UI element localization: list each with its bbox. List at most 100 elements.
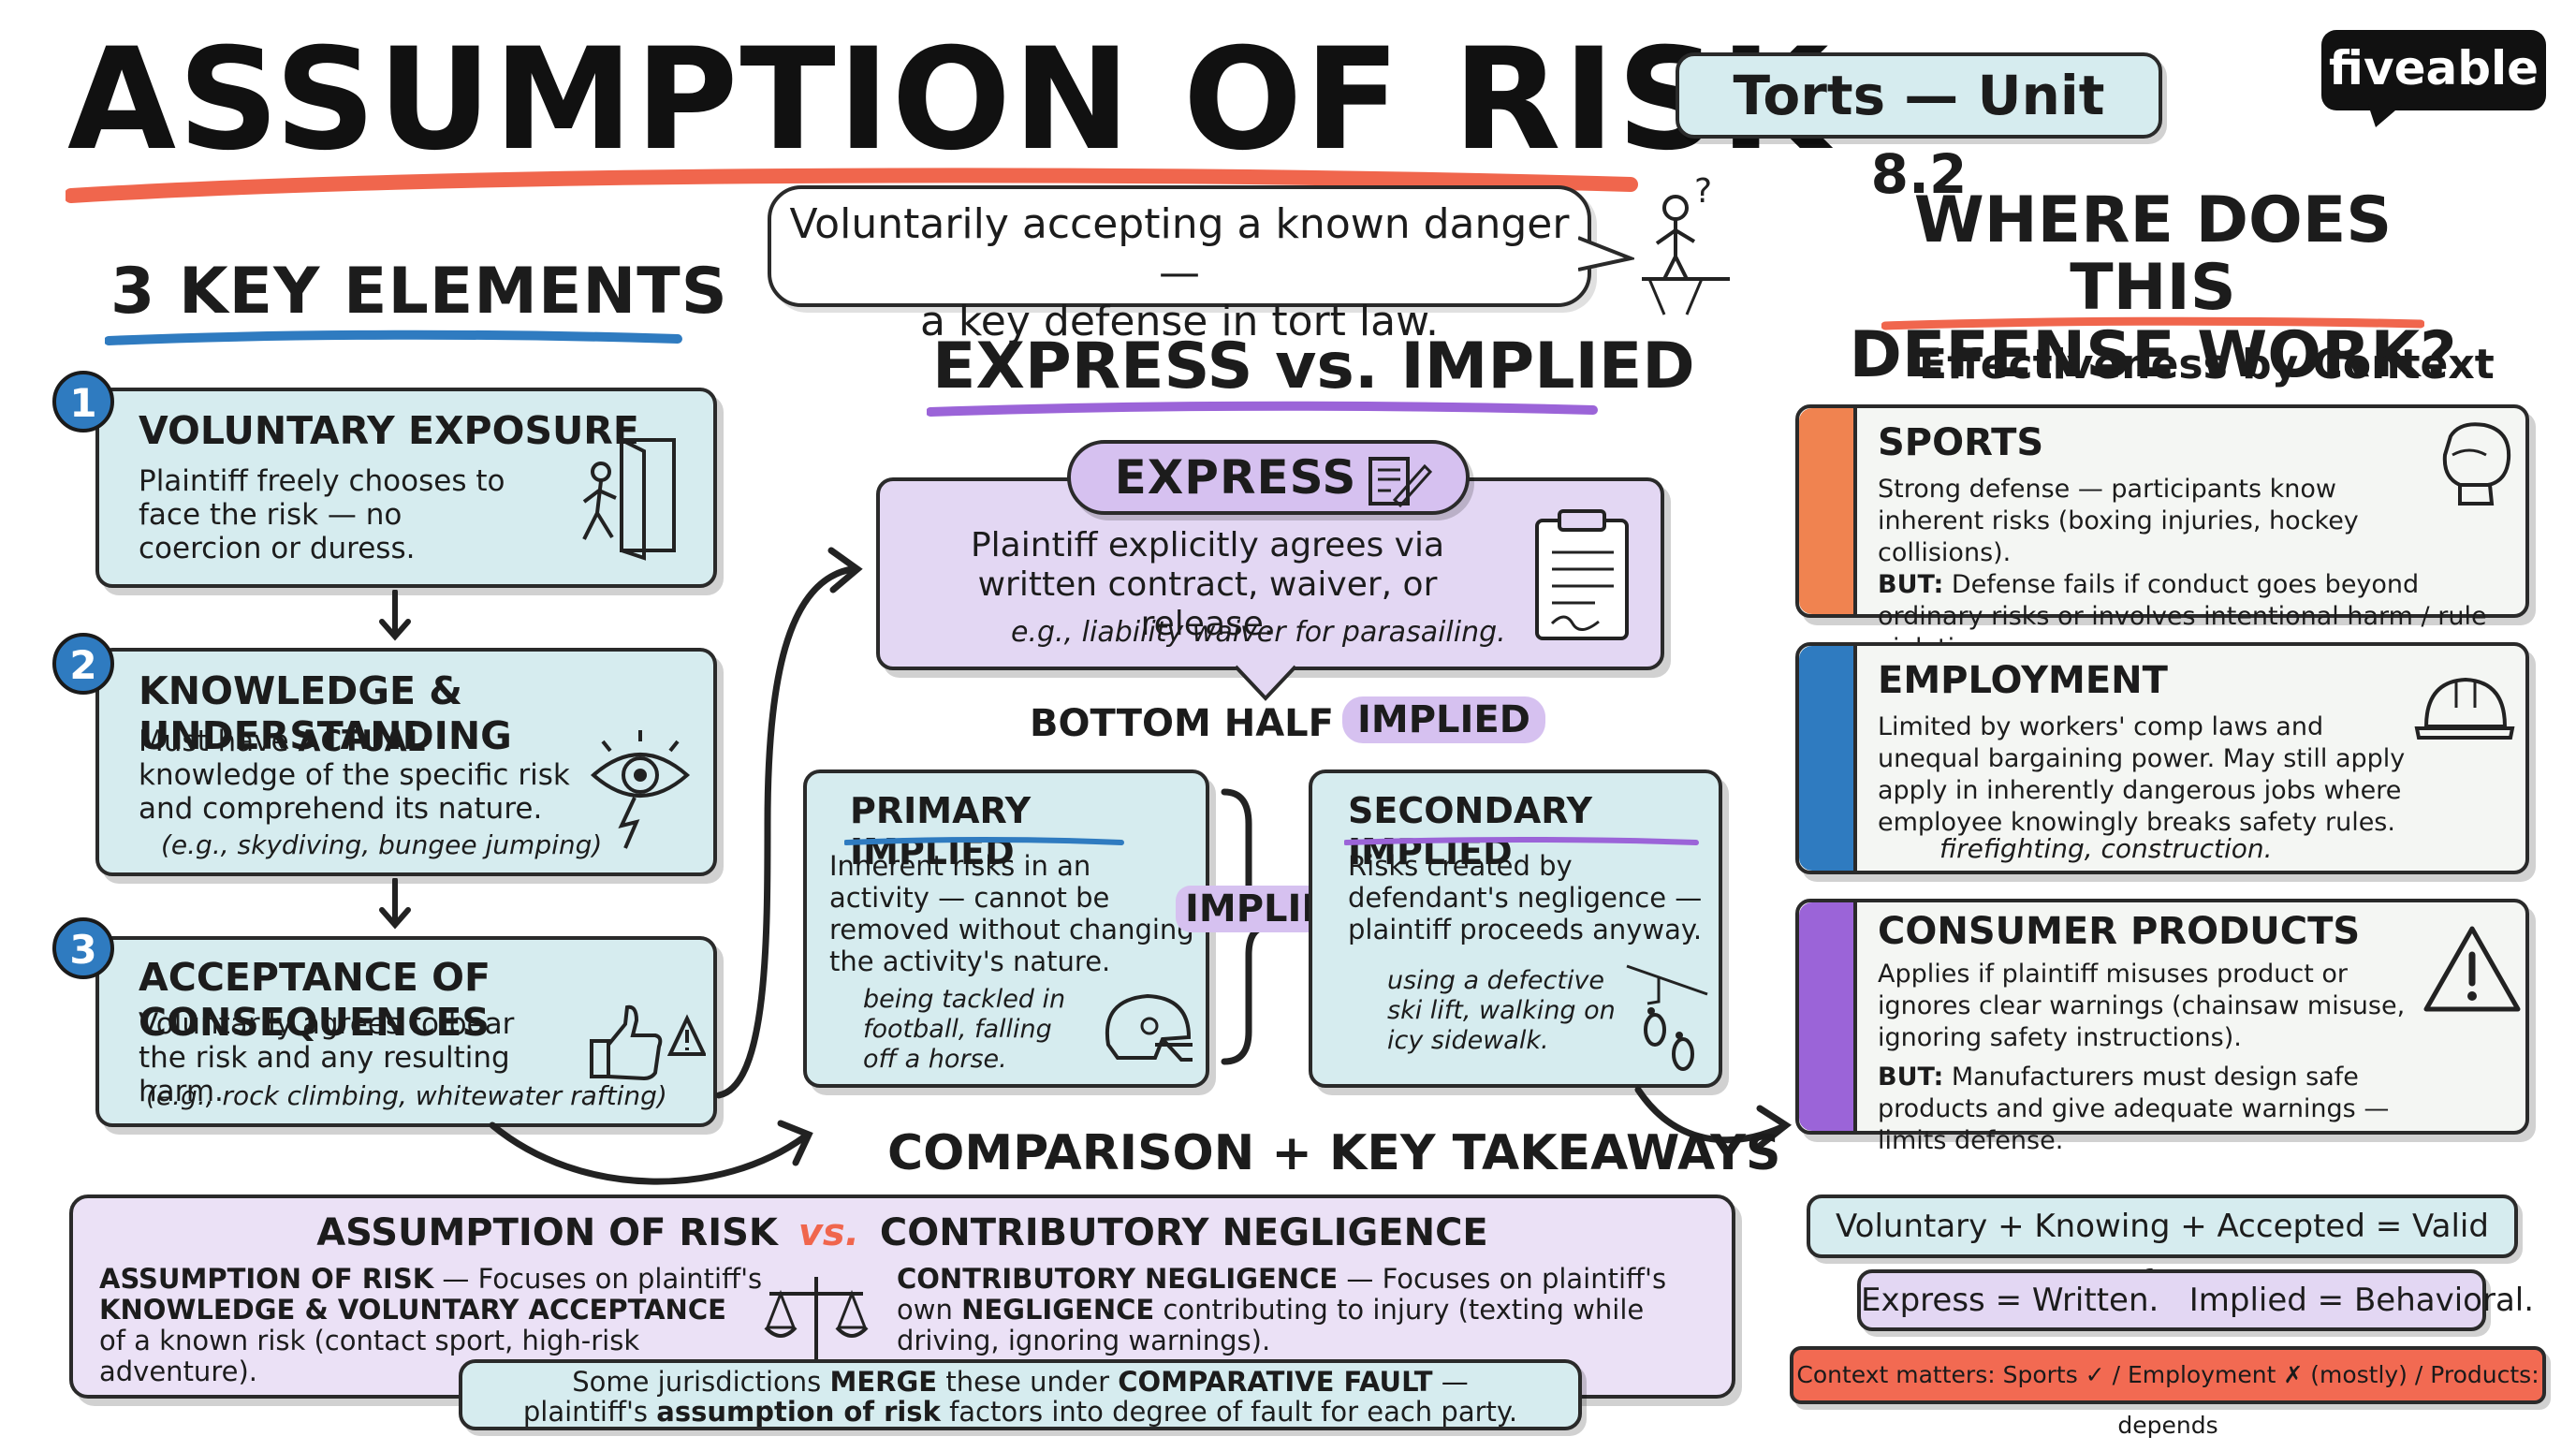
elements-heading: 3 KEY ELEMENTS <box>110 255 728 329</box>
hard-hat-icon <box>2414 677 2515 740</box>
context-body: Applies if plaintiff misuses product or … <box>1878 959 2460 1157</box>
fiveable-logo: fiveable <box>2321 30 2546 110</box>
left-text-2: of a known risk (contact sport, high-ris… <box>99 1325 640 1387</box>
bottom-half-implied-tag: IMPLIED <box>1342 696 1545 743</box>
note-line2-bold: assumption of risk <box>656 1396 941 1428</box>
note-line-2: plaintiff's assumption of risk factors i… <box>462 1397 1578 1427</box>
express-label: EXPRESS <box>1114 450 1357 505</box>
elements-heading-underline <box>105 330 682 345</box>
context-matters-pill: Context matters: Sports ✓ / Employment ✗… <box>1790 1346 2546 1439</box>
secondary-implied-card: SECONDARY IMPLIED Risks created by defen… <box>1309 769 1722 1088</box>
subtitle-line-2: a key defense in tort law. <box>919 298 1440 345</box>
element-body: Plaintiff freely chooses to face the ris… <box>139 464 505 565</box>
element-body-pre: Must have <box>139 725 299 758</box>
note-bold-2: COMPARATIVE FAULT <box>1118 1366 1433 1398</box>
subtitle-line-1: Voluntarily accepting a known danger — <box>789 200 1570 297</box>
context-color-bar <box>1799 902 1857 1131</box>
note-line2-pre: plaintiff's <box>522 1396 657 1428</box>
secondary-implied-title: SECONDARY IMPLIED <box>1348 790 1592 872</box>
unit-badge-label: Torts — Unit 8.2 <box>1733 64 2105 206</box>
comparison-title-vs: vs. <box>798 1211 859 1254</box>
left-bold-1: ASSUMPTION OF RISK <box>99 1263 434 1295</box>
contexts-heading-underline <box>1881 316 2424 330</box>
right-bold-1: CONTRIBUTORY NEGLIGENCE <box>897 1263 1339 1295</box>
formula-pill-valid-defense: Voluntary + Knowing + Accepted = Valid D… <box>1807 1195 2518 1301</box>
context-title: EMPLOYMENT <box>1878 659 2168 702</box>
context-note: Context matters: Sports ✓ / Employment ✗… <box>1796 1361 2539 1439</box>
element-title: ACCEPTANCE OF CONSEQUENCES <box>139 955 491 1045</box>
arrow-down-2 <box>379 878 411 930</box>
footprints-ski-lift-icon <box>1626 964 1708 1071</box>
context-but-label: BUT: <box>1878 1063 1944 1092</box>
context-body: Strong defense — participants know inher… <box>1878 474 2507 665</box>
left-text-1: — Focuses on plaintiff's <box>433 1263 763 1295</box>
element-card-acceptance-consequences: ACCEPTANCE OF CONSEQUENCES Voluntarily a… <box>95 936 717 1127</box>
context-body-text: Applies if plaintiff misuses product or … <box>1878 960 2406 1052</box>
comparison-title: ASSUMPTION OF RISK vs. CONTRIBUTORY NEGL… <box>73 1211 1732 1254</box>
person-cliff-icon: ? <box>1642 174 1730 315</box>
subtitle-bubble: Voluntarily accepting a known danger — a… <box>768 185 1591 345</box>
secondary-implied-example: using a defective ski lift, walking on i… <box>1387 966 1616 1055</box>
context-title: CONSUMER PRODUCTS <box>1878 910 2361 953</box>
context-but-label: BUT: <box>1878 570 1944 599</box>
left-bold-2: KNOWLEDGE & VOLUNTARY ACCEPTANCE <box>99 1294 726 1326</box>
formula-pill-express-implied: Express = Written. Implied = Behavioral. <box>1857 1269 2534 1331</box>
element-example: (e.g., skydiving, bungee jumping) <box>161 829 603 860</box>
football-helmet-icon <box>1105 993 1193 1062</box>
element-title: KNOWLEDGE & UNDERSTANDING <box>139 668 512 758</box>
contexts-heading: WHERE DOES THIS DEFENSE WORK? <box>1835 187 2471 389</box>
context-title: SPORTS <box>1878 421 2044 464</box>
scales-of-justice-icon <box>764 1277 869 1365</box>
element-number-3: 3 <box>52 917 114 979</box>
unit-badge: Torts — Unit 8.2 <box>1676 52 2162 206</box>
logo-text: fiveable <box>2328 41 2539 95</box>
context-but-line: BUT: Manufacturers must design safe prod… <box>1878 1062 2460 1157</box>
element-body-bold: ACTUAL <box>298 725 426 758</box>
formula-2: Express = Written. Implied = Behavioral. <box>1861 1282 2535 1319</box>
clipboard-contract-icon <box>1535 509 1629 640</box>
element-body: Must have ACTUAL knowledge of the specif… <box>139 725 578 826</box>
arrow-down-1 <box>379 590 411 641</box>
note-line-1: Some jurisdictions MERGE these under COM… <box>462 1367 1578 1397</box>
signature-pen-icon <box>1368 457 1432 508</box>
comparison-left-text: ASSUMPTION OF RISK — Focuses on plaintif… <box>99 1264 773 1387</box>
comparative-fault-note: Some jurisdictions MERGE these under COM… <box>459 1359 1582 1430</box>
element-body-post: knowledge of the specific risk and compr… <box>139 758 570 826</box>
arrow-curve-to-express <box>715 547 863 1099</box>
contexts-heading-line-1: WHERE DOES THIS <box>1913 183 2393 325</box>
element-card-voluntary-exposure: VOLUNTARY EXPOSURE Plaintiff freely choo… <box>95 388 717 588</box>
context-card-sports: SPORTS Strong defense — participants kno… <box>1795 404 2529 663</box>
element-number-1: 1 <box>52 371 114 432</box>
element-number-2: 2 <box>52 633 114 695</box>
element-body: Voluntarily agrees to bear the risk and … <box>139 1007 515 1108</box>
context-example: firefighting, construction. <box>1939 833 2273 864</box>
warning-triangle-icon <box>2423 926 2521 1012</box>
context-body: Limited by workers' comp laws and unequa… <box>1878 712 2406 837</box>
title-underline <box>66 168 1638 203</box>
express-body: Plaintiff explicitly agrees via written … <box>970 526 1445 643</box>
right-text-2: contributing to injury (texting while dr… <box>897 1294 1645 1356</box>
primary-implied-example: being tackled in football, falling off a… <box>863 985 1066 1074</box>
element-example: (e.g., rock climbing, whitewater rafting… <box>146 1080 667 1111</box>
thumbs-up-warning-icon <box>590 1004 706 1081</box>
primary-implied-body: Inherent risks in an activity — cannot b… <box>829 850 1194 977</box>
context-body-text: Strong defense — participants know inher… <box>1878 475 2359 567</box>
context-color-bar <box>1799 646 1857 871</box>
note-post: — <box>1432 1366 1469 1398</box>
context-card-consumer-products: CONSUMER PRODUCTS Applies if plaintiff m… <box>1795 899 2529 1155</box>
express-example: e.g., liability waiver for parasailing. <box>1011 616 1506 649</box>
express-label-pill: EXPRESS <box>1067 440 1470 515</box>
comparison-heading: COMPARISON + KEY TAKEAWAYS <box>887 1125 1781 1181</box>
note-mid: these under <box>937 1366 1119 1398</box>
context-card-employment: EMPLOYMENT Limited by workers' comp laws… <box>1795 642 2529 874</box>
contexts-subheading: Effectiveness by Context <box>1919 341 2495 388</box>
primary-implied-title: PRIMARY IMPLIED <box>850 790 1032 872</box>
bubble-tail <box>1578 236 1634 271</box>
arrow-to-contexts <box>1634 1086 1793 1150</box>
bottom-half-label: BOTTOM HALF — <box>1030 702 1384 745</box>
note-line2-post: factors into degree of fault for each pa… <box>940 1396 1518 1428</box>
secondary-implied-body: Risks created by defendant's negligence … <box>1348 850 1703 945</box>
secondary-title-underline <box>1344 837 1699 845</box>
comparison-card: ASSUMPTION OF RISK vs. CONTRIBUTORY NEGL… <box>69 1195 1735 1399</box>
person-exit-door-icon <box>582 438 676 561</box>
